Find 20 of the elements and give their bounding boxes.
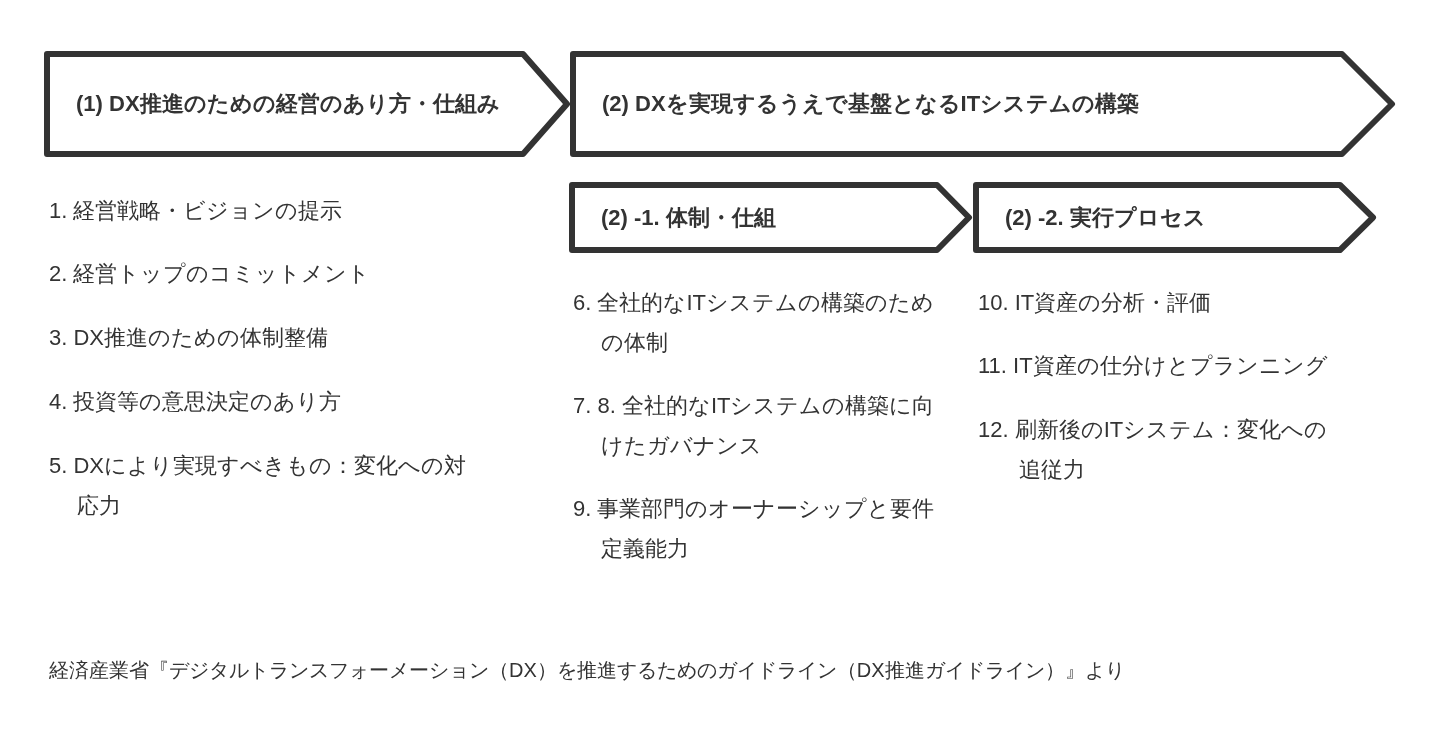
section-heading: (1) DX推進のための経営のあり方・仕組み [76, 90, 500, 118]
chevron-banner [973, 182, 1376, 253]
section-heading: (2) DXを実現するうえで基盤となるITシステムの構築 [602, 90, 1140, 118]
list-item: 3. DX推進のための体制整備 [49, 324, 329, 352]
list-item: 5. DXにより実現すべきもの：変化への対応力 [49, 452, 468, 520]
list-item: 7. 8. 全社的なITシステムの構築に向けたガバナンス [573, 392, 936, 460]
list-item: 1. 経営戦略・ビジョンの提示 [49, 197, 343, 225]
chevron-banner [570, 51, 1395, 157]
chevron-banner [44, 51, 570, 157]
list-item: 4. 投資等の意思決定のあり方 [49, 388, 342, 416]
section-heading: (2) -1. 体制・仕組 [601, 203, 776, 232]
source-note: 経済産業省『デジタルトランスフォーメーション（DX）を推進するためのガイドライン（DX推進ガイドライン）』より [49, 658, 1125, 683]
list-item: 9. 事業部門のオーナーシップと要件定義能力 [573, 495, 936, 563]
list-item: 6. 全社的なITシステムの構築のための体制 [573, 289, 935, 357]
chevron-banner [569, 182, 972, 253]
list-item: 12. 刷新後のITシステム：変化への追従力 [978, 416, 1329, 484]
list-item: 10. IT資産の分析・評価 [978, 289, 1212, 317]
list-item: 11. IT資産の仕分けとプランニング [978, 352, 1328, 380]
list-item: 2. 経営トップのコミットメント [49, 260, 371, 288]
section-heading: (2) -2. 実行プロセス [1005, 203, 1206, 232]
